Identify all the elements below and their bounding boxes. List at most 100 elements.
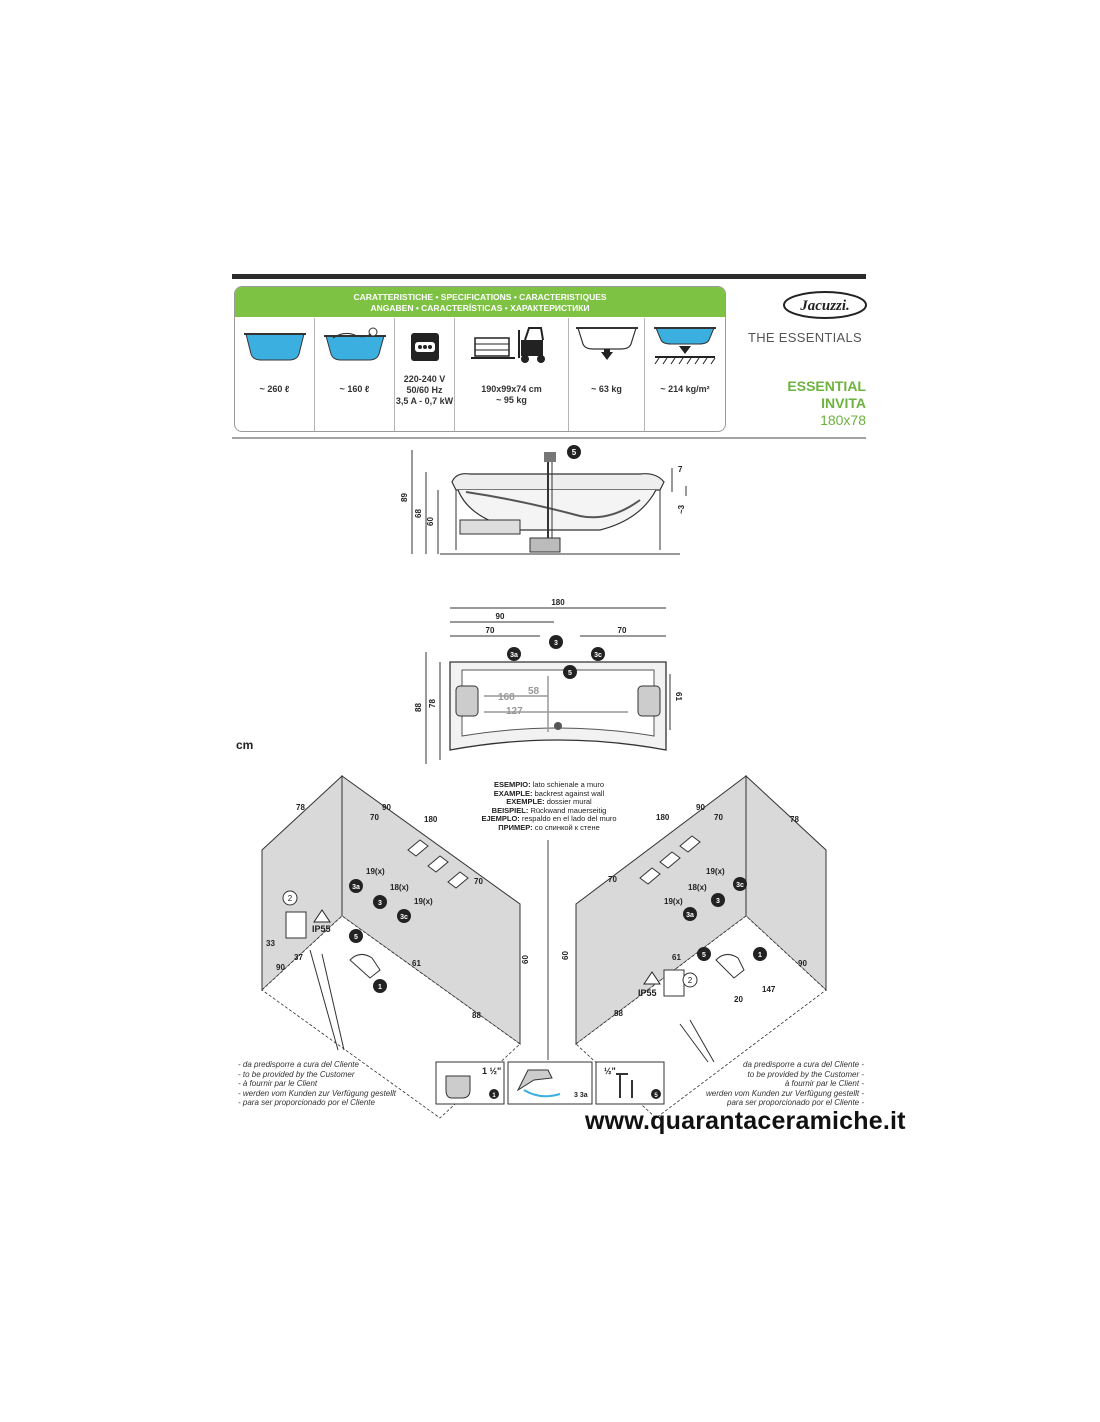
right-callout-2: 2 xyxy=(688,976,693,985)
side-dim-3: ~3 xyxy=(677,504,686,514)
top-dim-70b: 70 xyxy=(618,626,627,635)
fitting-number-1: 1 xyxy=(492,1093,496,1099)
right-callout-3c: 3c xyxy=(736,882,744,889)
note-right-line: à fournir par le Client - xyxy=(784,1079,864,1088)
jacuzzi-logo: Jacuzzi. xyxy=(783,291,867,319)
example-line-es: EJEMPLO: respaldo en el lado del muro xyxy=(481,814,617,823)
electrical-socket-icon xyxy=(411,333,439,361)
side-view-drawing: 5 89 68 60 7 ~3 xyxy=(400,445,687,555)
note-right-line: to be provided by the Customer - xyxy=(747,1069,864,1079)
bathtub-person-icon xyxy=(324,327,386,361)
note-left-line: - da predisporre a cura del Cliente xyxy=(238,1060,359,1069)
forklift-package-icon xyxy=(471,327,545,363)
left-dim-90-floor: 90 xyxy=(276,963,285,972)
side-dim-68: 68 xyxy=(414,509,423,518)
left-callout-5: 5 xyxy=(354,934,358,941)
right-dim-18x: 18(x) xyxy=(688,883,707,892)
side-dim-7: 7 xyxy=(678,465,683,474)
left-callout-2: 2 xyxy=(288,894,293,903)
top-callout-5: 5 xyxy=(568,670,572,677)
note-right-line: werden vom Kunden zur Verfügung gestellt… xyxy=(705,1088,864,1098)
right-dim-90: 90 xyxy=(696,803,705,812)
specifications-header: CARATTERISTICHE • SPECIFICATIONS • CARAC… xyxy=(235,287,725,317)
left-dim-180: 180 xyxy=(424,815,438,824)
spec-header-line2: ANGABEN • CARACTERÍSTICAS • ХАРАКТЕРИСТИ… xyxy=(370,303,590,313)
right-dim-60: 60 xyxy=(561,951,570,960)
right-dim-19x-a: 19(x) xyxy=(706,867,725,876)
note-left-line: - to be provided by the Customer xyxy=(238,1069,355,1079)
spec-value-packaging: 190x99x74 cm ~ 95 kg xyxy=(481,384,542,405)
top-callout-3a: 3a xyxy=(510,652,518,659)
side-callout-5: 5 xyxy=(572,448,577,457)
spec-value-usage: ~ 160 ℓ xyxy=(339,384,370,394)
example-line-de: BEISPIEL: Rückwand mauerseitig xyxy=(491,805,607,815)
model-size: 180x78 xyxy=(820,412,866,428)
right-callout-3: 3 xyxy=(716,898,720,905)
right-dim-70b: 70 xyxy=(608,875,617,884)
spec-value-weight: ~ 63 kg xyxy=(591,384,622,394)
note-left-line: - werden vom Kunden zur Verfügung gestel… xyxy=(238,1088,397,1098)
right-dim-70a: 70 xyxy=(714,813,723,822)
technical-drawings: 5 89 68 60 7 ~3 180 90 70 70 168 58 127 … xyxy=(232,437,866,1119)
right-dim-61: 61 xyxy=(672,953,681,962)
spec-value-capacity: ~ 260 ℓ xyxy=(259,384,290,394)
right-dim-88: 88 xyxy=(614,1009,623,1018)
fitting-size-1: 1 ½" xyxy=(482,1066,501,1076)
top-dim-127: 127 xyxy=(506,706,523,717)
note-left-line: - para ser proporcionado por el Cliente xyxy=(238,1098,375,1107)
specifications-panel: CARATTERISTICHE • SPECIFICATIONS • CARAC… xyxy=(234,286,726,432)
right-ip55: IP55 xyxy=(638,988,657,998)
spec-value-electrical: 220-240 V 50/60 Hz 3,5 A - 0,7 kW xyxy=(395,374,454,406)
left-dim-33: 33 xyxy=(266,939,275,948)
spec-cell-packaging: 190x99x74 cm ~ 95 kg xyxy=(455,318,569,431)
left-dim-70b: 70 xyxy=(474,877,483,886)
fitting-number-3: 3 3a xyxy=(574,1092,588,1099)
right-dim-19x-b: 19(x) xyxy=(664,897,683,906)
side-dim-89: 89 xyxy=(400,493,409,502)
side-dim-60: 60 xyxy=(426,517,435,526)
top-dim-70a: 70 xyxy=(486,626,495,635)
fittings-row: 1 ½" 1 3 3a ½" 5 xyxy=(435,1061,665,1105)
left-dim-88: 88 xyxy=(472,1011,481,1020)
left-dim-61: 61 xyxy=(412,959,421,968)
spec-cell-floor-load: ~ 214 kg/m² xyxy=(645,318,725,431)
right-dim-90-floor: 90 xyxy=(798,959,807,968)
spec-header-line1: CARATTERISTICHE • SPECIFICATIONS • CARAC… xyxy=(353,292,607,302)
left-dim-18x: 18(x) xyxy=(390,883,409,892)
fitting-number-5: 5 xyxy=(654,1093,658,1099)
top-callout-3c: 3c xyxy=(594,652,602,659)
right-callout-3a: 3a xyxy=(686,912,694,919)
right-dim-20: 20 xyxy=(734,995,743,1004)
top-dim-88: 88 xyxy=(414,703,423,712)
left-dim-19x-a: 19(x) xyxy=(366,867,385,876)
note-left-line: - à fournir par le Client xyxy=(238,1079,318,1088)
website-url: www.quarantaceramiche.it xyxy=(585,1107,906,1135)
top-dim-61: 61 xyxy=(674,692,683,701)
example-line-fr: EXEMPLE: dossier mural xyxy=(506,797,592,806)
bathtub-weight-icon xyxy=(576,327,638,360)
note-right-line: para ser proporcionado por el Cliente - xyxy=(727,1098,864,1107)
spec-cell-usage: ~ 160 ℓ xyxy=(315,318,395,431)
top-dim-78: 78 xyxy=(428,699,437,708)
right-callout-1: 1 xyxy=(758,952,762,959)
right-dim-147: 147 xyxy=(762,985,776,994)
customer-note-left: - da predisporre a cura del Cliente - to… xyxy=(238,1060,438,1108)
left-dim-70a: 70 xyxy=(370,813,379,822)
example-line-it: ESEMPIO: lato schienale a muro xyxy=(493,780,605,789)
unit-label: cm xyxy=(236,738,254,752)
collection-name: THE ESSENTIALS xyxy=(748,330,863,345)
note-right-line: da predisporre a cura del Cliente - xyxy=(743,1060,864,1069)
top-dim-168: 168 xyxy=(498,692,515,703)
model-name-line1: ESSENTIAL xyxy=(787,378,866,394)
spec-cell-weight: ~ 63 kg xyxy=(569,318,645,431)
example-line-en: EXAMPLE: backrest against wall xyxy=(493,788,605,798)
header-rule xyxy=(232,274,866,279)
right-dim-78: 78 xyxy=(790,815,799,824)
floor-load-icon xyxy=(654,327,716,365)
left-callout-1: 1 xyxy=(378,984,382,991)
svg-text:Jacuzzi.: Jacuzzi. xyxy=(799,298,850,314)
left-dim-19x-b: 19(x) xyxy=(414,897,433,906)
model-name-line2: INVITA xyxy=(821,395,866,411)
spec-cell-electrical: 220-240 V 50/60 Hz 3,5 A - 0,7 kW xyxy=(395,318,455,431)
spec-value-floor-load: ~ 214 kg/m² xyxy=(660,384,710,394)
